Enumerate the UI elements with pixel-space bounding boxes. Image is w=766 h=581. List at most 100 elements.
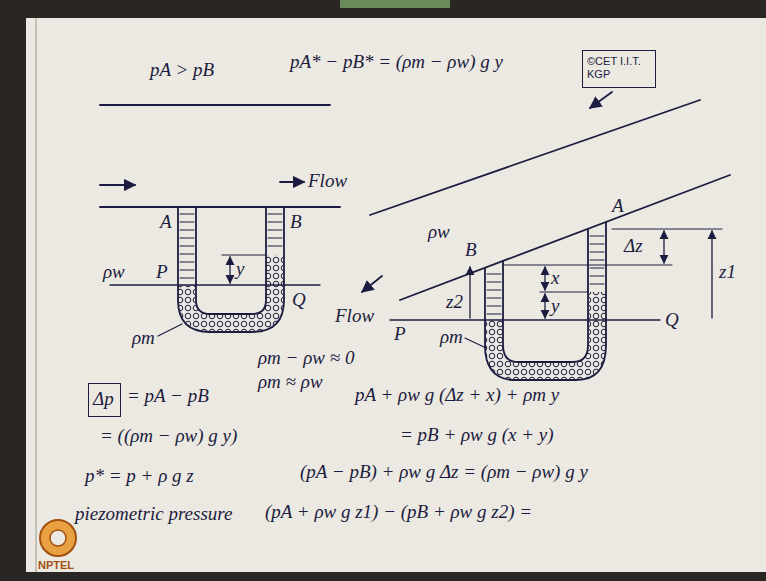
left-manometer	[100, 105, 340, 336]
water-hatching-part	[590, 244, 604, 245]
dimension-arrow	[711, 231, 712, 318]
point-label: Q	[665, 310, 679, 331]
dimension-arrow	[229, 257, 230, 283]
water-hatching-part	[487, 298, 501, 299]
u-tube-inner	[503, 229, 588, 362]
level-tick	[540, 292, 588, 293]
leader-line	[158, 324, 182, 336]
equation: p* = p + ρ g z	[85, 466, 194, 487]
equation: (pA + ρw g z1) − (pB + ρw g z2) =	[265, 502, 532, 523]
pipe-wall	[370, 100, 700, 215]
dimension-arrow	[663, 231, 664, 263]
dimension-arrow	[469, 267, 470, 318]
water-hatching-part	[268, 222, 282, 223]
top-tab	[340, 0, 450, 8]
right-manometer	[362, 92, 730, 380]
copyright-stamp: ©CET I.I.T. KGP	[582, 50, 656, 88]
u-tube-inner	[196, 207, 266, 314]
equation: = pB + ρw g (x + y)	[400, 425, 554, 446]
point-label: B	[465, 240, 477, 261]
level-tick	[612, 229, 722, 230]
u-tube-outer	[178, 207, 284, 332]
flow-arrow	[280, 181, 304, 183]
fluid-label: ρm	[132, 328, 155, 349]
water-hatching-part	[487, 290, 501, 291]
datum-line	[110, 284, 320, 285]
box-text: Δp	[93, 388, 116, 410]
dimension-label: z2	[446, 292, 463, 313]
water-hatching	[180, 214, 282, 278]
equation: ρm ≈ ρw	[258, 372, 323, 393]
water-hatching-part	[590, 252, 604, 253]
equation: pA + ρw g (Δz + x) + ρm y	[355, 385, 559, 406]
water-hatching-part	[487, 282, 501, 283]
water-hatching-part	[180, 254, 194, 255]
pipe-wall	[400, 175, 730, 300]
equation: = ((ρm − ρw) g y)	[100, 426, 237, 447]
water-hatching-part	[590, 260, 604, 261]
flow-arrow	[590, 92, 612, 108]
water-hatching-part	[180, 238, 194, 239]
equation: (pA − pB) + ρw g Δz = (ρm − ρw) g y	[300, 462, 588, 483]
equation: = pA − pB	[127, 386, 209, 407]
fluid-label: ρw	[428, 222, 450, 243]
water-hatching-part	[180, 214, 194, 215]
water-hatching-part	[590, 276, 604, 277]
logo-disc	[40, 520, 76, 556]
dimension-label: y	[551, 296, 559, 317]
mercury-fill	[178, 255, 284, 332]
equation: ρm − ρw ≈ 0	[258, 348, 354, 369]
pipe-wall	[100, 104, 330, 106]
flow-label: Flow	[335, 306, 374, 327]
flow-arrow	[362, 276, 382, 292]
level-tick	[503, 265, 672, 266]
dimension-label: y	[236, 259, 244, 280]
datum-line	[390, 319, 660, 320]
water-hatching-part	[180, 246, 194, 247]
water-hatching-part	[268, 246, 282, 247]
water-hatching-part	[268, 238, 282, 239]
leader-line	[465, 338, 486, 348]
flow-label: Flow	[308, 171, 347, 192]
point-label: A	[160, 212, 172, 233]
point-label: P	[156, 262, 168, 283]
water-hatching-part	[487, 306, 501, 307]
water-hatching-part	[180, 270, 194, 271]
nptel-logo	[40, 520, 76, 556]
water-hatching-part	[180, 278, 194, 279]
box-text: ©CET I.I.T. KGP	[587, 55, 649, 80]
note-text: piezometric pressure	[75, 504, 232, 525]
water-hatching-part	[590, 236, 604, 237]
water-hatching-part	[268, 230, 282, 231]
water-hatching-part	[590, 284, 604, 285]
fluid-label: ρm	[440, 327, 463, 348]
pipe-wall	[100, 206, 340, 208]
dimension-arrow	[544, 267, 545, 290]
equation: pA* − pB* = (ρm − ρw) g y	[290, 52, 503, 73]
logo-text: NPTEL	[38, 559, 74, 571]
inequality: pA > pB	[150, 60, 214, 81]
dimension-label: Δz	[624, 236, 643, 257]
water-hatching-part	[268, 214, 282, 215]
boxed-term: Δp	[88, 383, 121, 417]
water-hatching-part	[180, 262, 194, 263]
water-hatching-part	[180, 230, 194, 231]
paper-sheet	[26, 18, 766, 572]
level-tick	[222, 255, 266, 256]
logo-core	[50, 530, 66, 546]
point-label: A	[612, 196, 624, 217]
flow-arrow	[100, 184, 135, 186]
point-label: P	[394, 324, 406, 345]
point-label: B	[290, 212, 302, 233]
water-hatching-part	[590, 268, 604, 269]
fluid-label: ρw	[103, 262, 125, 283]
dimension-label: x	[551, 268, 559, 289]
dimension-label: z1	[719, 262, 736, 283]
dimension-arrow	[544, 294, 545, 318]
u-tube-outer	[485, 222, 606, 380]
water-hatching-part	[487, 274, 501, 275]
water-hatching-part	[487, 314, 501, 315]
paper-margin	[36, 18, 37, 572]
